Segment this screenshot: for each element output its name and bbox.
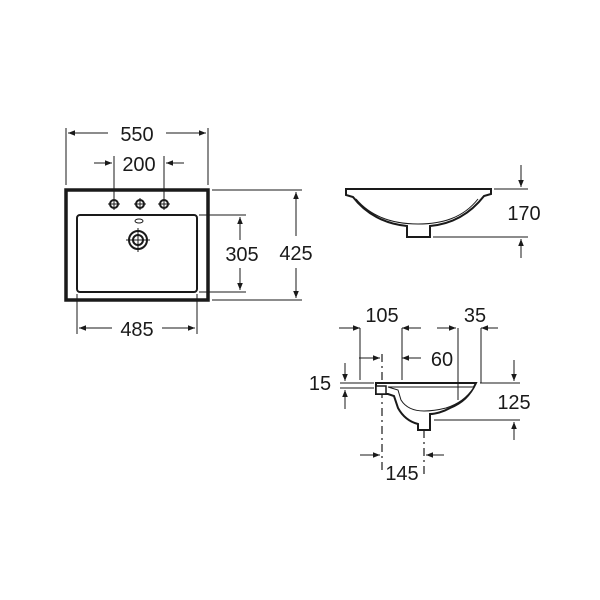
overflow-slot — [134, 218, 144, 224]
dim-section-right: 35 — [464, 305, 486, 327]
dim-inner-depth: 305 — [225, 244, 258, 266]
basin-side-profile — [345, 188, 492, 238]
dim-section-drain: 145 — [385, 463, 418, 485]
dim-inner-width: 485 — [120, 319, 153, 341]
dim-section-depth: 125 — [497, 392, 530, 414]
dim-section-offset: 60 — [431, 349, 453, 371]
dim-section-left: 105 — [365, 305, 398, 327]
basin-outer-outline — [64, 188, 210, 302]
dim-side-height: 170 — [507, 203, 540, 225]
tap-hole-icon — [158, 198, 170, 210]
dim-top-width: 550 — [120, 124, 153, 146]
top-view: 550 200 425 305 485 — [64, 124, 313, 341]
dim-tap-spacing: 200 — [122, 154, 155, 176]
tap-hole-icon — [108, 198, 120, 210]
section-view: 105 35 60 15 125 145 — [309, 305, 531, 485]
dim-outer-depth: 425 — [279, 243, 312, 265]
dim-section-rim: 15 — [309, 373, 331, 395]
tap-hole-icon — [134, 198, 146, 210]
side-view: 170 — [345, 165, 541, 258]
tap-holes — [108, 198, 170, 210]
drain-icon — [126, 228, 150, 252]
overflow-outlet — [375, 385, 387, 395]
basin-inner-bowl — [76, 214, 198, 293]
